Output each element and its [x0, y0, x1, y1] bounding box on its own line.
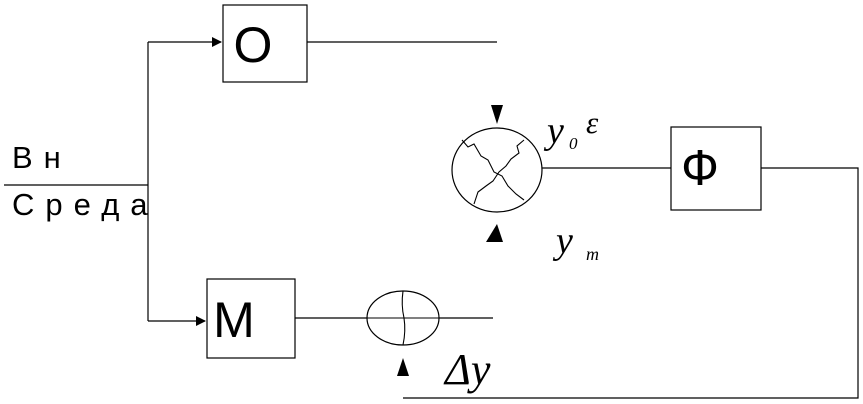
y-m-subscript: m: [586, 244, 599, 264]
arrow-into-comparator-bottom: [486, 224, 503, 242]
object-block-label: O: [234, 17, 273, 73]
environment-label-line1: Вн: [12, 140, 72, 175]
delta-y-label: Δy: [443, 345, 491, 394]
comparator-junction: [451, 127, 543, 213]
filter-block-label: Ф: [681, 140, 719, 196]
environment-label-line2: Среда: [12, 187, 159, 222]
feedback-line: [403, 167, 859, 399]
model-block-label: M: [213, 292, 255, 348]
model-block: [206, 278, 296, 359]
object-block: [222, 4, 308, 83]
y-m-label: y: [552, 220, 573, 262]
y-o-label: y: [543, 110, 564, 152]
y-o-subscript: 0: [569, 134, 578, 153]
arrow-into-comparator-top: [491, 105, 503, 124]
epsilon-label: ε: [586, 105, 599, 140]
arrow-into-lower-junction: [397, 358, 409, 376]
summing-junction-lower: [366, 290, 440, 346]
